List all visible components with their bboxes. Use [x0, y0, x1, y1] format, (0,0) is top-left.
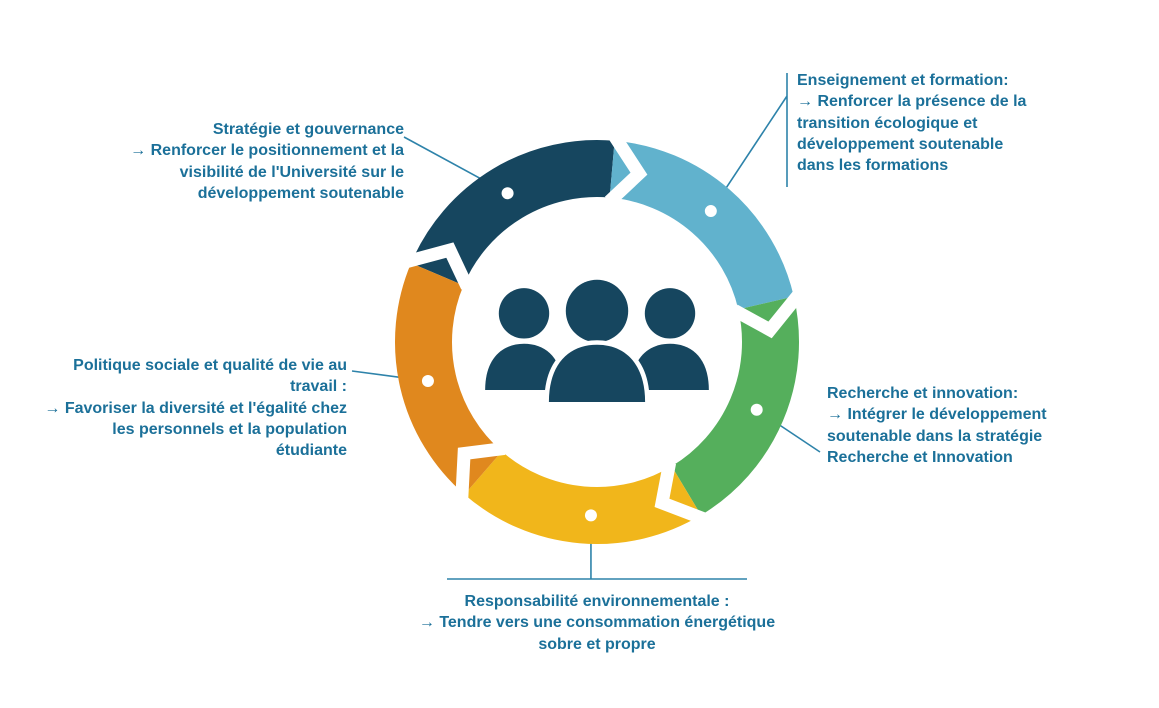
label-enseignement-formation: Enseignement et formation: → Renforcer l…: [797, 70, 1029, 176]
label-heading: Stratégie et gouvernance: [212, 121, 404, 138]
person-left-icon: [485, 288, 563, 390]
gap-chevron-icon: [604, 133, 648, 207]
connector-dot-enseignement: [704, 205, 717, 218]
person-right-icon: [631, 288, 709, 390]
people-group-icon: [485, 275, 709, 407]
gap-chevron-icon: [405, 242, 474, 290]
label-recherche-innovation: Recherche et innovation: → Intégrer le d…: [827, 383, 1079, 468]
connector-dot-responsabilite: [584, 509, 597, 522]
label-heading: Recherche et innovation:: [827, 385, 1019, 402]
connector-dot-politique: [421, 375, 434, 388]
gap-chevron-icon: [654, 461, 706, 525]
segment-responsabilite-environnementale: [464, 450, 702, 544]
label-heading: Responsabilité environnementale :: [464, 593, 730, 610]
connector-dot-recherche: [750, 403, 763, 416]
segment-strategie-governance: [411, 140, 615, 286]
person-center-icon: [544, 275, 650, 407]
connector-dot-strategie: [501, 187, 514, 200]
label-strategie-governance: Stratégie et gouvernance → Renforcer le …: [112, 119, 404, 204]
label-body: → Tendre vers une consommation énergétiq…: [418, 614, 776, 653]
label-body: → Favoriser la diversité et l'égalité ch…: [44, 399, 347, 460]
gap-chevron-icon: [731, 291, 803, 339]
label-heading: Politique sociale et qualité de vie au t…: [73, 357, 347, 396]
label-body: → Renforcer la présence de la transition…: [797, 93, 1027, 175]
label-body: → Renforcer le positionnement et la visi…: [130, 142, 404, 202]
gap-chevron-icon: [455, 441, 506, 498]
label-politique-sociale: Politique sociale et qualité de vie au t…: [44, 355, 347, 461]
segment-recherche-innovation: [671, 296, 799, 516]
label-heading: Enseignement et formation:: [797, 72, 1009, 89]
segment-politique-sociale: [395, 263, 503, 495]
label-responsabilite-environnementale: Responsabilité environnementale : → Tend…: [417, 591, 777, 655]
label-body: → Intégrer le développement soutenable d…: [827, 406, 1047, 466]
segment-enseignement-formation: [608, 140, 794, 311]
